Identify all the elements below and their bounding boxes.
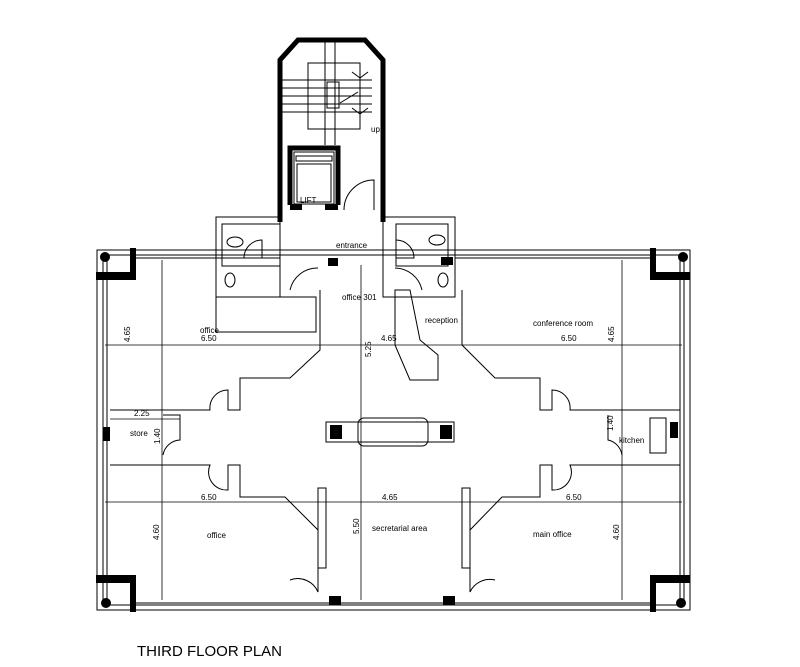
building-perimeter: [96, 248, 691, 612]
dim-top-left-depth: 4.65: [123, 326, 132, 342]
room-label-kitchen: kitchen: [619, 436, 644, 445]
dim-bottom-left-width: 6.50: [201, 493, 217, 502]
room-label-office-bottom-left: office: [207, 531, 227, 540]
dim-bottom-right-width: 6.50: [566, 493, 582, 502]
room-label-reception: reception: [425, 316, 458, 325]
dim-bottom-mid-width: 4.65: [382, 493, 398, 502]
entrance-door: [343, 179, 375, 211]
room-label-lift: LIFT: [300, 196, 317, 205]
dimension-lines: [105, 260, 682, 600]
room-label-conference-room: conference room: [533, 319, 593, 328]
room-label-entrance: entrance: [336, 241, 368, 250]
room-label-office-301: office 301: [342, 293, 377, 302]
lift-shaft: [287, 145, 341, 210]
room-label-stair-up: up: [371, 125, 380, 134]
stair-tower: [277, 37, 386, 222]
room-label-office-top-left: office: [200, 326, 220, 335]
dim-bottom-right-depth: 4.60: [612, 524, 621, 540]
dim-top-right-depth: 4.65: [607, 326, 616, 342]
plan-title: THIRD FLOOR PLAN: [137, 643, 282, 660]
dim-kitchen-depth: 1.40: [606, 415, 615, 431]
central-duct: [325, 417, 455, 447]
dim-store-depth: 1.40: [153, 428, 162, 444]
wc-right: [382, 216, 456, 298]
dim-top-right-width: 6.50: [561, 334, 577, 343]
room-label-store: store: [130, 429, 148, 438]
wc-left: [215, 216, 317, 333]
dim-top-left-width: 6.50: [201, 334, 217, 343]
dim-store-width: 2.25: [134, 409, 150, 418]
dim-center-top-depth: 5.25: [364, 341, 373, 357]
staircase: [282, 42, 372, 145]
interior-walls: [110, 267, 680, 593]
room-label-main-office: main office: [533, 530, 572, 539]
dim-bottom-left-depth: 4.60: [152, 524, 161, 540]
dim-center-bottom-depth: 5.50: [352, 518, 361, 534]
dim-top-mid-width: 4.65: [381, 334, 397, 343]
room-label-secretarial-area: secretarial area: [372, 524, 428, 533]
